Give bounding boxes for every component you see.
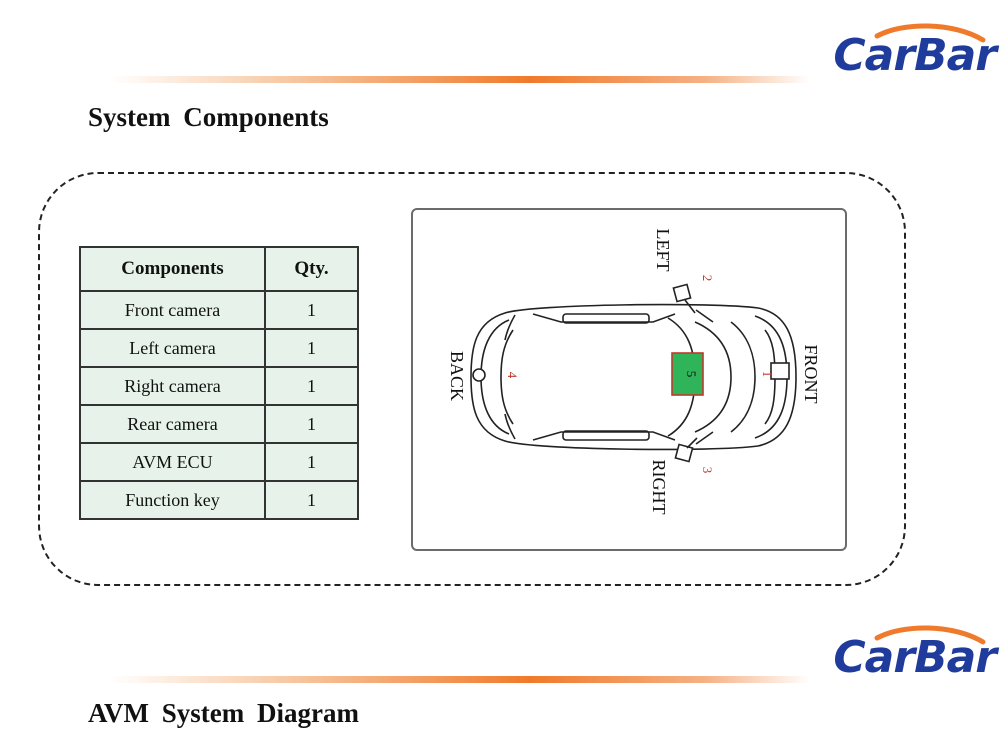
component-qty: 1 <box>264 366 359 406</box>
vehicle-diagram: 5 1 4 2 3 LEFT RIGHT FRONT BACK <box>411 208 847 551</box>
left-camera-icon <box>672 283 696 314</box>
table-row: Front camera 1 <box>79 290 359 330</box>
table-header-components: Components <box>79 246 266 292</box>
component-qty: 1 <box>264 480 359 520</box>
front-camera-icon <box>770 362 790 380</box>
label-back: BACK <box>447 351 467 401</box>
table-row: Rear camera 1 <box>79 404 359 444</box>
component-name: Left camera <box>79 328 266 368</box>
label-left: LEFT <box>653 229 673 272</box>
right-camera-icon <box>674 437 698 463</box>
logo-swoosh <box>874 23 986 43</box>
component-name: Front camera <box>79 290 266 330</box>
component-name: AVM ECU <box>79 442 266 482</box>
ecu-box <box>671 352 704 396</box>
marker-left: 2 <box>700 275 715 282</box>
logo-text: CarBar <box>833 632 997 683</box>
component-name: Right camera <box>79 366 266 406</box>
brand-logo: CarBar <box>833 23 997 81</box>
section-title: System Components <box>88 102 329 132</box>
table-row: Right camera 1 <box>79 366 359 406</box>
marker-right: 3 <box>700 467 715 474</box>
footer-rule <box>110 676 810 683</box>
label-front: FRONT <box>801 344 821 403</box>
component-name: Function key <box>79 480 266 520</box>
component-qty: 1 <box>264 404 359 444</box>
dashed-frame <box>38 172 906 586</box>
component-qty: 1 <box>264 328 359 368</box>
brand-logo-bottom: CarBar <box>833 625 997 683</box>
marker-front: 1 <box>760 371 775 378</box>
logo-swoosh <box>874 625 986 645</box>
component-qty: 1 <box>264 442 359 482</box>
table-header-qty: Qty. <box>264 246 359 292</box>
table-row: Left camera 1 <box>79 328 359 368</box>
label-right: RIGHT <box>649 460 669 515</box>
table-header-row: Components Qty. <box>79 246 359 292</box>
marker-rear: 4 <box>505 372 520 379</box>
section-title-2: AVM System Diagram <box>88 698 359 728</box>
components-table: Components Qty. Front camera 1 Left came… <box>79 246 359 520</box>
table-row: AVM ECU 1 <box>79 442 359 482</box>
vehicle-svg: 5 1 4 2 3 LEFT RIGHT FRONT BACK <box>447 229 821 515</box>
marker-ecu: 5 <box>684 371 699 378</box>
component-qty: 1 <box>264 290 359 330</box>
car-outline <box>470 303 797 451</box>
table-row: Function key 1 <box>79 480 359 520</box>
header-rule <box>110 76 810 83</box>
logo-text: CarBar <box>833 30 997 81</box>
component-name: Rear camera <box>79 404 266 444</box>
rear-camera-icon <box>472 368 486 382</box>
